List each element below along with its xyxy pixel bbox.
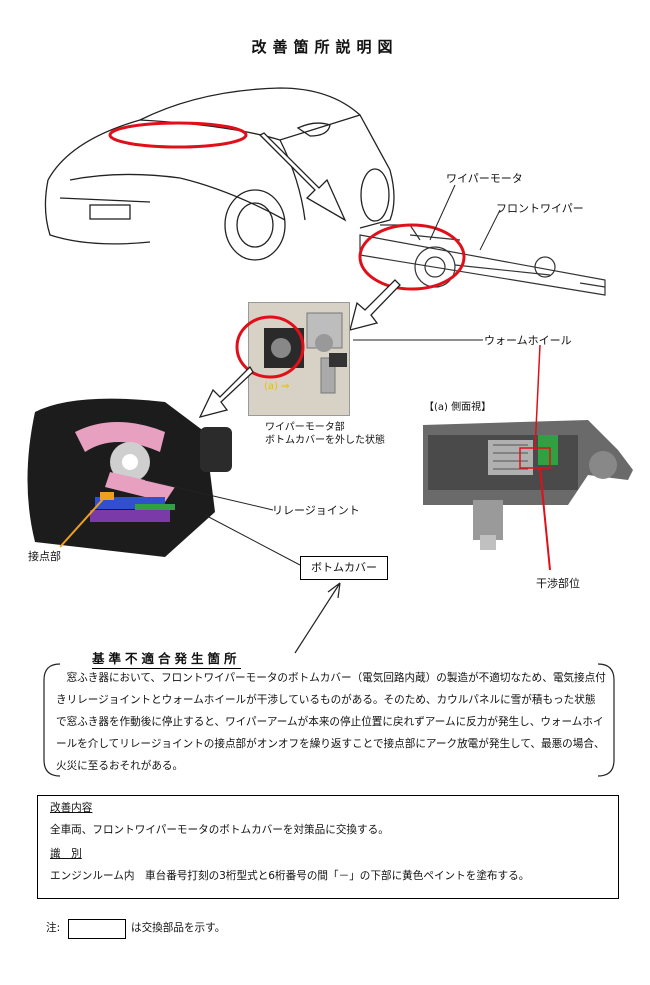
wiper-motor-highlight (358, 223, 466, 291)
description-text: 窓ふき器において、フロントワイパーモータのボトムカバー（電気回路内蔵）の製造が不… (56, 672, 606, 772)
remedy-text: 全車両、フロントワイパーモータのボトムカバーを対策品に交換する。 (50, 824, 389, 836)
bottom-cover-label: ボトムカバー (300, 556, 388, 580)
relay-leader-line (144, 479, 274, 511)
photo-caption-2: ボトムカバーを外した状態 (265, 435, 385, 446)
relay-joint-label: リレージョイント (272, 504, 360, 517)
worm-wheel-label: ウォームホイール (484, 334, 572, 347)
wiper-assembly-illustration (358, 223, 606, 296)
arrow-wiper-to-photo (349, 279, 401, 331)
windshield-highlight (108, 121, 248, 149)
note-suffix: は交換部品を示す。 (131, 922, 226, 934)
arrow-car-to-wiper (258, 132, 347, 222)
photo-marker: (a) ⇒ (264, 381, 290, 392)
bottom-cover-cutaway (27, 398, 232, 557)
photo-highlight (235, 315, 305, 379)
car-illustration (44, 87, 395, 261)
remedy-heading: 改善内容 (50, 802, 93, 814)
worm-wheel-leader (353, 339, 483, 341)
side-view-illustration (423, 420, 633, 550)
label-leader-lines (429, 184, 501, 251)
identification-text: エンジンルーム内 車台番号打刻の3桁型式と6桁番号の間「－」の下部に黄色ペイント… (50, 870, 530, 882)
arrow-photo-to-cutaway (198, 365, 254, 418)
note-prefix: 注: (46, 922, 61, 934)
page-title: 改善箇所説明図 (251, 38, 399, 56)
front-wiper-label: フロントワイパー (496, 202, 584, 215)
identification-heading: 識 別 (50, 848, 82, 860)
wiper-motor-photo (248, 302, 350, 416)
note-legend-box (68, 919, 126, 939)
side-view-leaders (519, 344, 551, 571)
contact-leader-line (59, 496, 106, 548)
side-view-label: 【(a) 側面視】 (424, 402, 492, 413)
description-area: 窓ふき器において、フロントワイパーモータのボトムカバー（電気回路内蔵）の製造が不… (44, 665, 614, 775)
contact-part-label: 接点部 (28, 550, 61, 563)
remedy-box: 改善内容 全車両、フロントワイパーモータのボトムカバーを対策品に交換する。 識 … (37, 795, 619, 899)
description-brackets (43, 663, 615, 777)
bottom-cover-leader (204, 514, 301, 566)
wiper-motor-label: ワイパーモータ (446, 172, 523, 185)
section-pointer-arrow (294, 582, 341, 654)
interference-label: 干渉部位 (536, 577, 580, 590)
photo-caption-1: ワイパーモータ部 (265, 422, 345, 433)
section-heading: 基準不適合発生箇所 (92, 648, 241, 669)
